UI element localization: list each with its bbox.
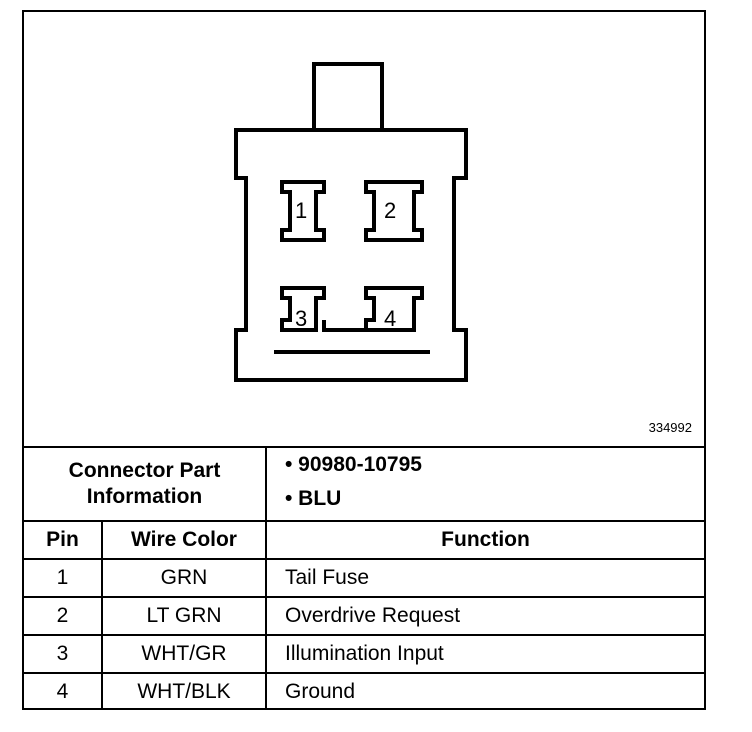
pin-1-label: 1 [295, 198, 308, 223]
cell-wire-color: GRN [101, 558, 267, 598]
figure-id: 334992 [648, 420, 692, 435]
cell-pin: 4 [24, 672, 103, 710]
connector-color: • BLU [285, 487, 342, 510]
connector-housing-outline [234, 128, 468, 382]
pin-2-label: 2 [384, 198, 397, 223]
connector-part-label-line1: Connector Part [68, 459, 221, 482]
pin-3-cavity [280, 286, 326, 332]
table-row: 1 GRN Tail Fuse [24, 558, 704, 598]
connector-part-row: Connector Part Information • 90980-10795… [24, 446, 704, 522]
connector-figure: 1 2 3 4 334992 [24, 12, 704, 446]
header-pin: Pin [24, 520, 103, 560]
table-header-row: Pin Wire Color Function [24, 520, 704, 560]
pin-2-cavity [364, 180, 424, 242]
table-row: 3 WHT/GR Illumination Input [24, 634, 704, 674]
cell-function: Tail Fuse [265, 558, 704, 598]
cell-pin: 2 [24, 596, 103, 636]
header-wire-color: Wire Color [101, 520, 267, 560]
pin-4-label: 4 [384, 306, 397, 331]
cell-wire-color: WHT/BLK [101, 672, 267, 710]
cell-function: Overdrive Request [265, 596, 704, 636]
connector-part-values: • 90980-10795 • BLU [265, 446, 704, 522]
header-function: Function [265, 520, 704, 560]
pin-1-cavity [280, 180, 326, 242]
cell-function: Ground [265, 672, 704, 710]
cell-pin: 3 [24, 634, 103, 674]
cell-wire-color: LT GRN [101, 596, 267, 636]
cell-function: Illumination Input [265, 634, 704, 674]
connector-drawing [234, 62, 468, 382]
connector-part-label-line2: Information [86, 485, 203, 508]
cell-wire-color: WHT/GR [101, 634, 267, 674]
connector-sheet: 1 2 3 4 334992 Connector Part Informatio… [22, 10, 706, 710]
pin-3-4-bridge [322, 320, 366, 332]
cell-pin: 1 [24, 558, 103, 598]
connector-latch-tab [312, 62, 384, 130]
connector-info-table: Connector Part Information • 90980-10795… [24, 446, 704, 710]
connector-part-label: Connector Part Information [24, 446, 267, 522]
table-row: 2 LT GRN Overdrive Request [24, 596, 704, 636]
pin-3-label: 3 [295, 306, 308, 331]
table-row: 4 WHT/BLK Ground [24, 672, 704, 710]
part-number: • 90980-10795 [285, 453, 422, 476]
